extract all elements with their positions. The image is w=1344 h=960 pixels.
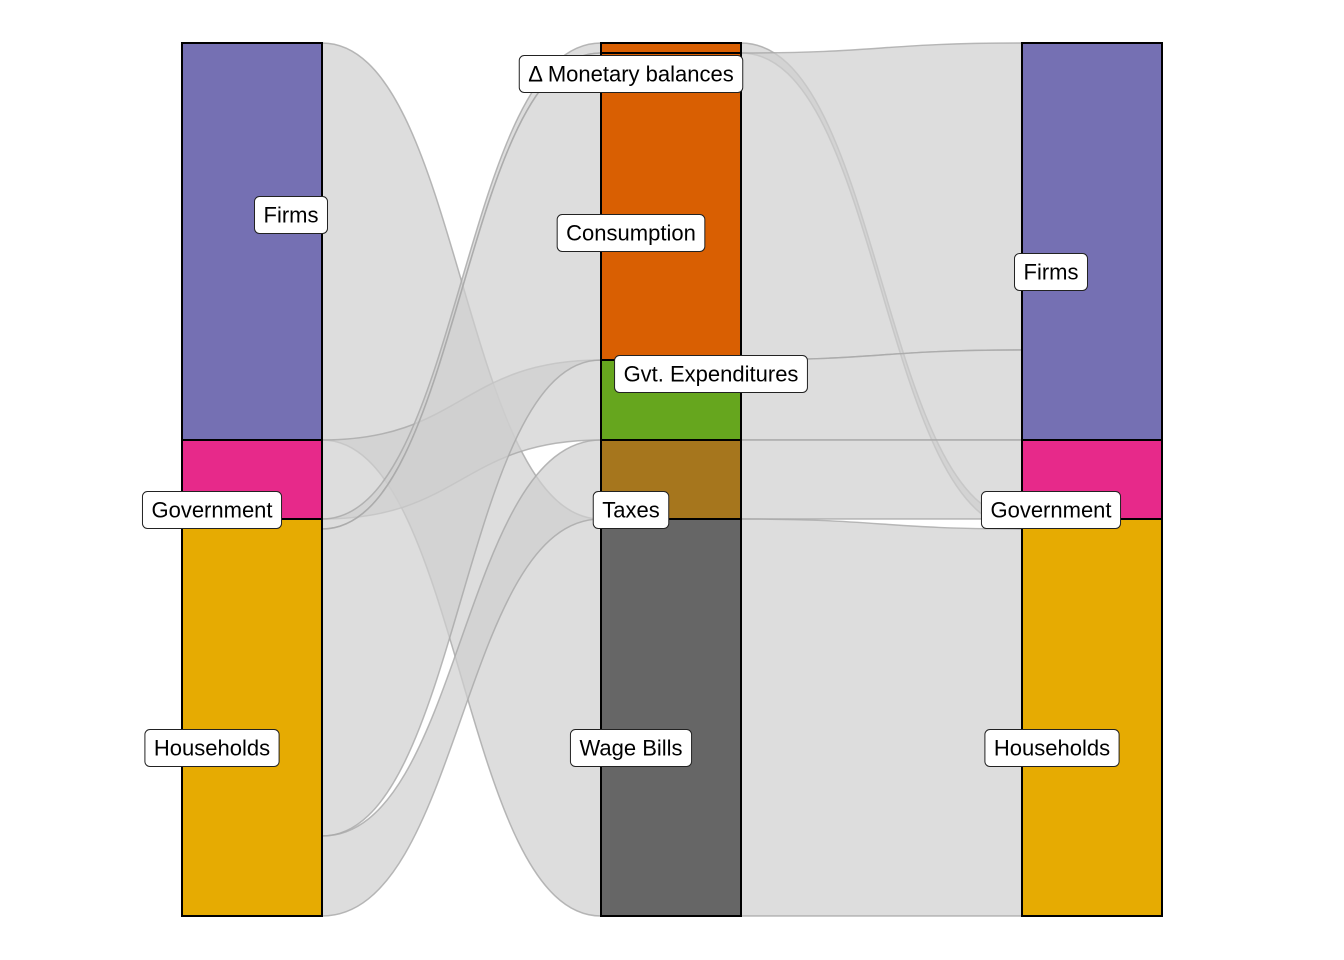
from-stratum-households bbox=[181, 518, 323, 917]
from-stratum-firms bbox=[181, 42, 323, 441]
flow-stratum-wage-bills bbox=[600, 518, 742, 917]
label-text: Government bbox=[990, 498, 1111, 523]
flow-label-delta-monetary-balances: Δ Monetary balances bbox=[518, 55, 744, 93]
label-box bbox=[144, 729, 280, 767]
label-box bbox=[1014, 253, 1088, 291]
from-label-government: Government bbox=[141, 491, 283, 529]
label-text: Wage Bills bbox=[579, 736, 682, 761]
flow-stratum-consumption bbox=[600, 52, 742, 361]
label-box bbox=[141, 491, 283, 529]
flow-consumption-to-firms bbox=[740, 42, 1023, 361]
to-stratum-households bbox=[1021, 518, 1163, 917]
label-text: Gvt. Expenditures bbox=[624, 362, 799, 387]
label-box bbox=[556, 214, 706, 252]
to-stratum-firms bbox=[1021, 42, 1163, 441]
from-label-firms: Firms bbox=[254, 196, 328, 234]
label-text: Government bbox=[151, 498, 272, 523]
to-label-households: Households bbox=[984, 729, 1120, 767]
label-box bbox=[984, 729, 1120, 767]
flow-wage-bills-to-households bbox=[740, 518, 1023, 917]
label-box bbox=[518, 55, 744, 93]
label-text: Firms bbox=[264, 203, 319, 228]
flow-label-consumption: Consumption bbox=[556, 214, 706, 252]
flow-ribbons bbox=[321, 42, 1023, 917]
label-text: Taxes bbox=[602, 498, 659, 523]
flow-stratum-delta-monetary-balances bbox=[600, 42, 742, 54]
strata-bars bbox=[181, 42, 1163, 917]
label-text: Firms bbox=[1024, 260, 1079, 285]
label-box bbox=[592, 491, 670, 529]
label-box bbox=[569, 729, 693, 767]
flow-label-taxes: Taxes bbox=[592, 491, 670, 529]
flow-taxes-to-government bbox=[740, 439, 1023, 520]
label-text: Households bbox=[994, 736, 1110, 761]
label-box bbox=[614, 355, 808, 393]
label-text: Households bbox=[154, 736, 270, 761]
label-box bbox=[980, 491, 1122, 529]
to-label-firms: Firms bbox=[1014, 253, 1088, 291]
flow-label-wage-bills: Wage Bills bbox=[569, 729, 693, 767]
to-label-government: Government bbox=[980, 491, 1122, 529]
label-text: Consumption bbox=[566, 221, 696, 246]
flow-label-gvt-expenditures: Gvt. Expenditures bbox=[614, 355, 808, 393]
label-box bbox=[254, 196, 328, 234]
from-label-households: Households bbox=[144, 729, 280, 767]
label-text: Δ Monetary balances bbox=[528, 62, 733, 87]
